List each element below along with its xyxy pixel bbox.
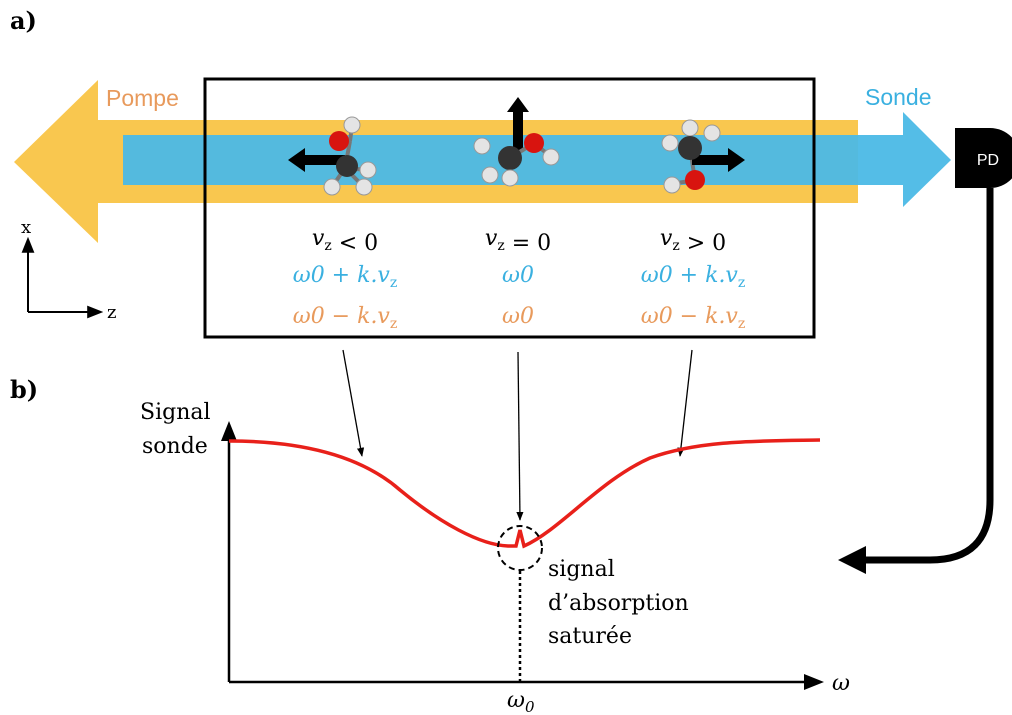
y-axis-label-line1: Signal [140, 400, 211, 425]
graph-axes [221, 421, 824, 690]
x-axis-label: ω [832, 671, 850, 696]
coordinate-axes: x z [21, 217, 116, 323]
annotation-line2: d’absorption [548, 591, 689, 616]
axis-x-label: x [21, 217, 31, 238]
molecule-captions: vz < 0 ω0 + k.vz ω0 − k.vz vz = 0 ω0 ω0 vz > 0… [293, 226, 746, 332]
probe-label: Sonde [865, 84, 932, 110]
molecule-left [288, 116, 377, 196]
axis-z-label: z [107, 302, 116, 323]
probe-frequency-label-2: ω0 [502, 263, 534, 288]
molecule-box [203, 77, 816, 339]
y-axis-label-line2: sonde [142, 434, 208, 459]
connector-arrows [342, 349, 693, 521]
velocity-label-2: vz = 0 [485, 226, 551, 256]
molecule-center [473, 97, 560, 187]
arrow-up-icon [507, 97, 529, 152]
pump-label: Pompe [106, 85, 179, 111]
velocity-label-1: vz < 0 [312, 226, 378, 256]
velocity-label-3: vz > 0 [660, 226, 726, 256]
omega0-tick-label: ω0 [507, 688, 535, 715]
pump-frequency-label-3: ω0 − k.vz [641, 304, 746, 332]
probe-signal-curve [228, 438, 821, 549]
lamb-dip-circle [497, 525, 543, 571]
pump-frequency-label-1: ω0 − k.vz [293, 304, 398, 332]
panel-a-label: a) [10, 6, 37, 35]
photodetector-label: PD [977, 152, 999, 169]
panel-b-label: b) [10, 375, 38, 404]
signal-cable-arrowhead [838, 546, 866, 574]
pump-frequency-label-2: ω0 [502, 304, 534, 329]
probe-frequency-label-1: ω0 + k.vz [293, 263, 398, 291]
signal-cable [862, 188, 994, 564]
arrow-left-icon [288, 148, 345, 172]
annotation-line3: saturée [548, 624, 632, 649]
arrow-right-icon [692, 148, 745, 172]
photodetector-icon [955, 128, 1012, 188]
probe-frequency-label-3: ω0 + k.vz [641, 263, 746, 291]
molecule-right [661, 119, 745, 194]
annotation-line1: signal [548, 557, 615, 582]
